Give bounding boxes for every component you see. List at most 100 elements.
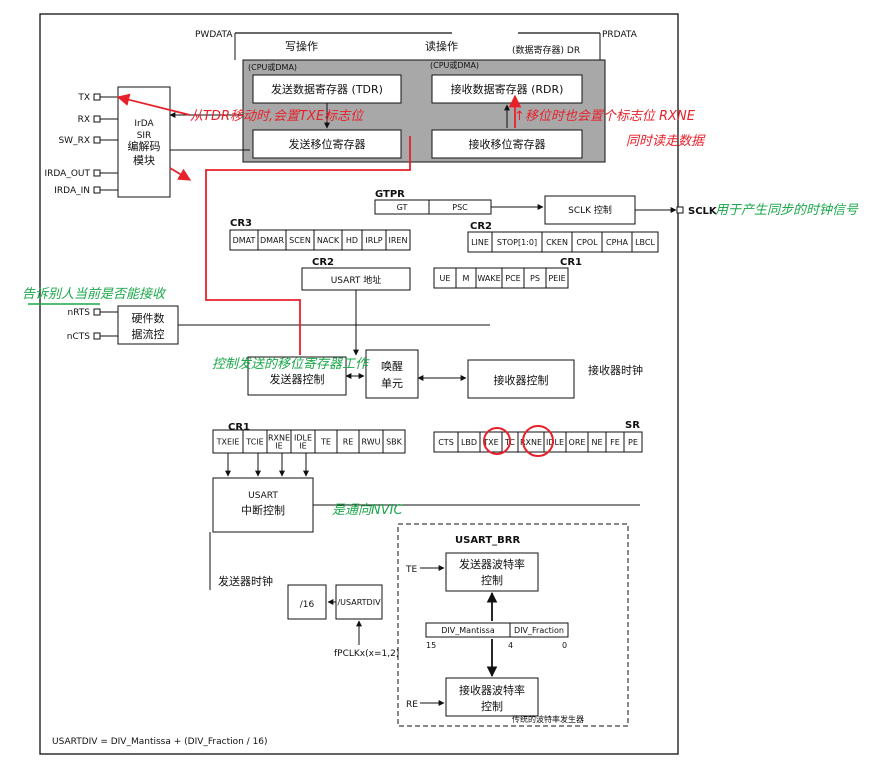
- cr1b-bit-label: SBK: [386, 438, 403, 447]
- sr-bit-label: IDLE: [546, 438, 564, 447]
- rx-shift-label: 接收移位寄存器: [469, 137, 546, 151]
- cr3-bit-label: DMAT: [233, 236, 256, 245]
- rx-baud-line-2: 控制: [481, 699, 503, 713]
- sr-bit-label: CTS: [438, 438, 454, 447]
- cr1t-bit-box: [545, 267, 569, 289]
- cr1b-bit-label: RXNE: [268, 434, 290, 443]
- rx-pin-label: RX: [78, 115, 90, 125]
- rx-clock-label: 接收器时钟: [588, 363, 643, 377]
- sr-bit-label: LBD: [461, 438, 477, 447]
- brr-title: USART_BRR: [455, 535, 520, 546]
- rdr-label: 接收数据寄存器 (RDR): [451, 82, 564, 96]
- brr-te-label: TE: [405, 565, 417, 575]
- tx-baud-line-2: 控制: [481, 573, 503, 587]
- gtpr-gt: GT: [397, 203, 408, 212]
- cr1t-bit-label: PCE: [505, 274, 520, 283]
- cr1b-bit-label: IDLE: [294, 434, 312, 443]
- gtpr-title: GTPR: [375, 189, 405, 200]
- annotation-tdr-txe: 从TDR移动时,会置TXE标志位: [190, 108, 365, 124]
- cr1b-bit-box: [382, 429, 406, 454]
- data-register-label: (数据寄存器) DR: [512, 44, 580, 56]
- sr-bit-label: TXE: [482, 438, 498, 447]
- cr2-bit-label: LINE: [471, 238, 489, 247]
- div16-label: /16: [300, 600, 315, 610]
- txe-highlight-circle: [483, 427, 511, 455]
- cr1t-bit-label: UE: [440, 274, 451, 283]
- sclk-pin-label: SCLK: [688, 206, 718, 217]
- tx-clock-label: 发送器时钟: [218, 574, 273, 588]
- cr3-bit-label: IREN: [389, 236, 408, 245]
- cr1b-bit-label: IE: [275, 442, 282, 451]
- cr2-bit-label: CPOL: [576, 238, 598, 247]
- cr2-bit-label: STOP[1:0]: [497, 238, 537, 247]
- rx-control-label: 接收器控制: [494, 373, 549, 387]
- irda-line-1: IrDA: [134, 119, 154, 129]
- cr3-title: CR3: [230, 218, 252, 229]
- tx-control-red-path: [205, 136, 411, 355]
- sr-bit-label: NE: [591, 438, 602, 447]
- usartdiv-formula: USARTDIV = DIV_Mantissa + (DIV_Fraction …: [52, 737, 268, 747]
- flow-control-block: [117, 305, 179, 345]
- cr1-bottom-title: CR1: [228, 422, 250, 433]
- fpclk-label: fPCLKx(x=1,2): [334, 649, 399, 659]
- tx-control-label: 发送器控制: [270, 372, 325, 386]
- sr-bit-label: FE: [610, 438, 620, 447]
- div16-box: [287, 584, 327, 620]
- irda-in-pin-label: IRDA_IN: [54, 186, 90, 196]
- sr-bit-label: RXNE: [520, 438, 542, 447]
- rx-shift-box: [431, 129, 583, 159]
- cr2-bit-label: CPHA: [606, 238, 628, 247]
- div-mantissa: DIV_Mantissa: [441, 626, 495, 635]
- cr1b-bit-label: RWU: [362, 438, 381, 447]
- cr1b-bit-label: TCIE: [245, 438, 263, 447]
- bit-15: 15: [426, 641, 436, 650]
- annotation-sclk: 用于产生同步的时钟信号: [715, 203, 859, 218]
- rdr-box: [431, 74, 583, 104]
- annotation-tx-ctrl: 控制发送的移位寄存器工作: [212, 356, 370, 372]
- cr3-bit-label: SCEN: [289, 236, 311, 245]
- cr1t-bit-label: M: [463, 274, 470, 283]
- irq-line-2: 中断控制: [241, 503, 285, 517]
- div-fraction: DIV_Fraction: [514, 626, 564, 635]
- cr1-top-title: CR1: [560, 257, 582, 268]
- cr3-bit-label: NACK: [317, 236, 340, 245]
- brr-re-label: RE: [406, 700, 418, 710]
- irda-line-2: SIR: [137, 131, 152, 141]
- outer-frame: [39, 13, 679, 755]
- annotation-read-data: 同时读走数据: [626, 134, 706, 149]
- cr2-bit-box: [631, 231, 659, 253]
- irda-line-3: 编解码: [128, 139, 161, 153]
- cr2-bit-label: CKEN: [546, 238, 568, 247]
- cr2-bit-label: LBCL: [635, 238, 655, 247]
- wake-unit-line-2: 单元: [381, 377, 403, 390]
- ncts-pin-label: nCTS: [67, 332, 90, 342]
- read-op-label: 读操作: [425, 39, 458, 53]
- flow-line-1: 硬件数: [132, 312, 165, 325]
- bit-0: 0: [562, 641, 567, 650]
- sclk-control-label: SCLK 控制: [568, 204, 612, 216]
- tx-shift-label: 发送移位寄存器: [289, 137, 366, 151]
- pwdata-label: PWDATA: [195, 30, 233, 40]
- tx-shift-box: [252, 129, 402, 159]
- cr1b-bit-label: RE: [343, 438, 354, 447]
- cr1b-bit-label: TXEIE: [216, 438, 240, 447]
- cr2-addr-title: CR2: [312, 257, 334, 268]
- cr1b-bit-label: TE: [320, 438, 331, 447]
- irq-line-1: USART: [248, 491, 278, 501]
- cr1t-bit-label: WAKE: [477, 274, 500, 283]
- interrupt-control-box: [212, 477, 314, 533]
- irda-out-pin-label: IRDA_OUT: [44, 169, 90, 179]
- tx-pin-label: TX: [77, 93, 90, 103]
- annotation-nvic: 是通向NVIC: [332, 503, 403, 518]
- usartdiv-label: /USARTDIV: [337, 598, 381, 607]
- wake-unit-box: [365, 349, 419, 399]
- tx-baud-box: [445, 552, 539, 592]
- irda-block: [117, 86, 171, 198]
- gtpr-psc: PSC: [452, 203, 468, 212]
- sr-bit-label: PE: [628, 438, 638, 447]
- sr-title: SR: [625, 420, 640, 431]
- sr-bit-label: ORE: [569, 438, 586, 447]
- brr-region: [397, 523, 629, 727]
